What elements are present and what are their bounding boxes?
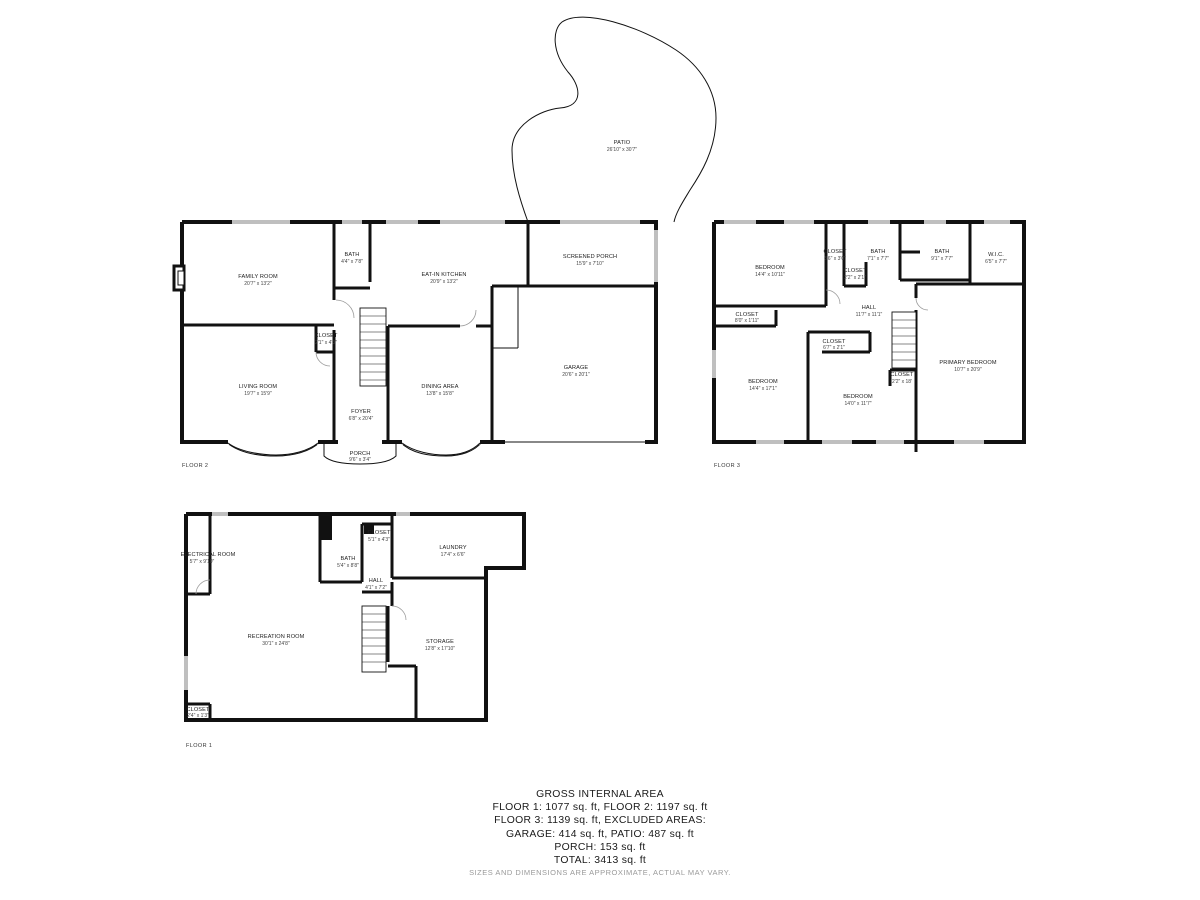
room-name-hall: HALL <box>862 305 876 311</box>
room-name-hall: HALL <box>369 578 383 584</box>
room-name-closet-top: CLOSET <box>824 249 847 255</box>
room-dim-recreation-room: 30'1" x 24'8" <box>262 641 290 647</box>
room-name-bath: BATH <box>345 252 360 258</box>
room-dim-eat-in-kitchen: 20'9" x 13'2" <box>430 279 458 285</box>
room-dim-wic: 6'5" x 7'7" <box>985 259 1007 265</box>
room-dim-electrical-room: 5'7" x 9'10" <box>190 559 215 565</box>
room-dim-bedroom-sw: 14'4" x 17'1" <box>749 386 777 392</box>
room-dim-foyer: 6'8" x 20'4" <box>349 416 374 422</box>
room-dim-storage: 12'8" x 17'10" <box>425 646 455 652</box>
room-name-family-room: FAMILY ROOM <box>238 274 278 280</box>
floor-2-plan: PATIO 26'10" x 30'7" FAMILY ROOM 20'7" x… <box>172 16 717 469</box>
room-dim-dining-area: 13'8" x 15'8" <box>426 391 454 397</box>
floor-1-stairs <box>361 605 387 673</box>
porch-outline <box>323 442 397 465</box>
room-name-eat-in-kitchen: EAT-IN KITCHEN <box>421 272 466 278</box>
room-dim-closet-top: 3'6" x 3'0" <box>824 256 846 262</box>
room-dim-bath-b: 9'1" x 7'7" <box>931 256 953 262</box>
floor-2-stairs <box>359 307 387 387</box>
room-name-bath-b: BATH <box>935 249 950 255</box>
room-name-storage: STORAGE <box>426 639 454 645</box>
summary-line: GARAGE: 414 sq. ft, PATIO: 487 sq. ft <box>505 828 694 840</box>
room-dim-primary-bedroom: 10'7" x 20'9" <box>954 367 982 373</box>
room-name-garage: GARAGE <box>564 365 589 371</box>
room-name-closet-w: CLOSET <box>736 312 759 318</box>
floor-3-plan: BEDROOM 14'4" x 10'11" CLOSET 3'6" x 3'0… <box>712 220 1026 469</box>
room-name-closet-top: CLOSET <box>368 530 391 536</box>
room-name-living-room: LIVING ROOM <box>239 384 278 390</box>
summary-line: FLOOR 3: 1139 sq. ft, EXCLUDED AREAS: <box>494 815 706 827</box>
room-dim-closet-corner: 2'4" x 1'3" <box>187 713 209 719</box>
room-dim-closet-c: 6'7" x 2'1" <box>823 345 845 351</box>
floor-3-label: FLOOR 3 <box>714 463 740 469</box>
room-dim-closet: 2'1" x 4'3" <box>315 340 337 346</box>
floor-3-stairs <box>891 311 917 369</box>
room-name-bedroom-sw: BEDROOM <box>748 379 778 385</box>
floor-1-plan: ELECTRICAL ROOM 5'7" x 9'10" BATH 5'4" x… <box>181 512 526 749</box>
room-name-bedroom-s: BEDROOM <box>843 394 873 400</box>
room-dim-family-room: 20'7" x 13'2" <box>244 281 272 287</box>
room-name-electrical-room: ELECTRICAL ROOM <box>181 552 236 558</box>
room-dim-hall: 4'1" x 7'2" <box>365 585 387 591</box>
room-dim-closet-e: 2'2" x 18' <box>892 379 912 385</box>
room-name-primary-bedroom: PRIMARY BEDROOM <box>939 360 996 366</box>
room-dim-screened-porch: 15'9" x 7'10" <box>576 261 604 267</box>
room-name-dining-area: DINING AREA <box>421 384 458 390</box>
room-dim-closet-small: 2'2" x 2'1" <box>844 275 866 281</box>
room-dim-bath-a: 7'1" x 7'7" <box>867 256 889 262</box>
room-name-recreation-room: RECREATION ROOM <box>248 634 305 640</box>
room-name-bath-a: BATH <box>871 249 886 255</box>
room-name-screened-porch: SCREENED PORCH <box>563 254 617 260</box>
summary-line: FLOOR 1: 1077 sq. ft, FLOOR 2: 1197 sq. … <box>492 802 708 814</box>
room-dim-bath: 4'4" x 7'8" <box>341 259 363 265</box>
room-name-patio: PATIO <box>614 140 631 146</box>
room-dim-porch: 9'6" x 3'4" <box>349 457 371 463</box>
area-summary: GROSS INTERNAL AREA FLOOR 1: 1077 sq. ft… <box>0 788 1200 877</box>
summary-total: TOTAL: 3413 sq. ft <box>553 855 647 867</box>
room-dim-patio: 26'10" x 30'7" <box>607 147 637 153</box>
room-name-closet-small: CLOSET <box>844 268 867 274</box>
room-name-laundry: LAUNDRY <box>439 545 466 551</box>
room-dim-closet-w: 8'0" x 1'11" <box>735 318 759 324</box>
room-dim-bedroom-s: 14'0" x 11'7" <box>844 401 871 407</box>
patio-outline <box>511 16 717 223</box>
room-dim-living-room: 19'7" x 15'9" <box>244 391 272 397</box>
room-dim-hall: 11'7" x 11'1" <box>856 312 883 318</box>
room-name-closet: CLOSET <box>315 333 338 339</box>
room-dim-garage: 20'6" x 20'1" <box>562 372 590 378</box>
room-name-wic: W.I.C. <box>988 252 1004 258</box>
room-name-closet-e: CLOSET <box>891 372 914 378</box>
room-name-bedroom-nw: BEDROOM <box>755 265 785 271</box>
summary-heading: GROSS INTERNAL AREA <box>536 789 664 800</box>
room-dim-laundry: 17'4" x 6'6" <box>441 552 466 558</box>
room-dim-bath: 5'4" x 8'8" <box>337 563 359 569</box>
floor-2-label: FLOOR 2 <box>182 463 208 469</box>
summary-line: PORCH: 153 sq. ft <box>554 841 646 853</box>
room-name-porch: PORCH <box>350 451 371 457</box>
floor-1-outer-wall <box>184 512 526 722</box>
floor-1-label: FLOOR 1 <box>186 743 212 749</box>
floor-plan-diagram: PATIO 26'10" x 30'7" FAMILY ROOM 20'7" x… <box>172 16 1026 749</box>
room-name-foyer: FOYER <box>351 409 371 415</box>
room-name-closet-c: CLOSET <box>823 339 846 345</box>
room-name-bath: BATH <box>341 556 356 562</box>
utility-fixture <box>320 516 332 540</box>
utility-fixture-2 <box>364 524 374 534</box>
room-name-closet-corner: CLOSET <box>187 707 210 713</box>
disclaimer-text: SIZES AND DIMENSIONS ARE APPROXIMATE, AC… <box>469 868 731 878</box>
room-dim-closet-top: 5'1" x 4'3" <box>368 537 390 543</box>
room-dim-bedroom-nw: 14'4" x 10'11" <box>755 272 785 278</box>
